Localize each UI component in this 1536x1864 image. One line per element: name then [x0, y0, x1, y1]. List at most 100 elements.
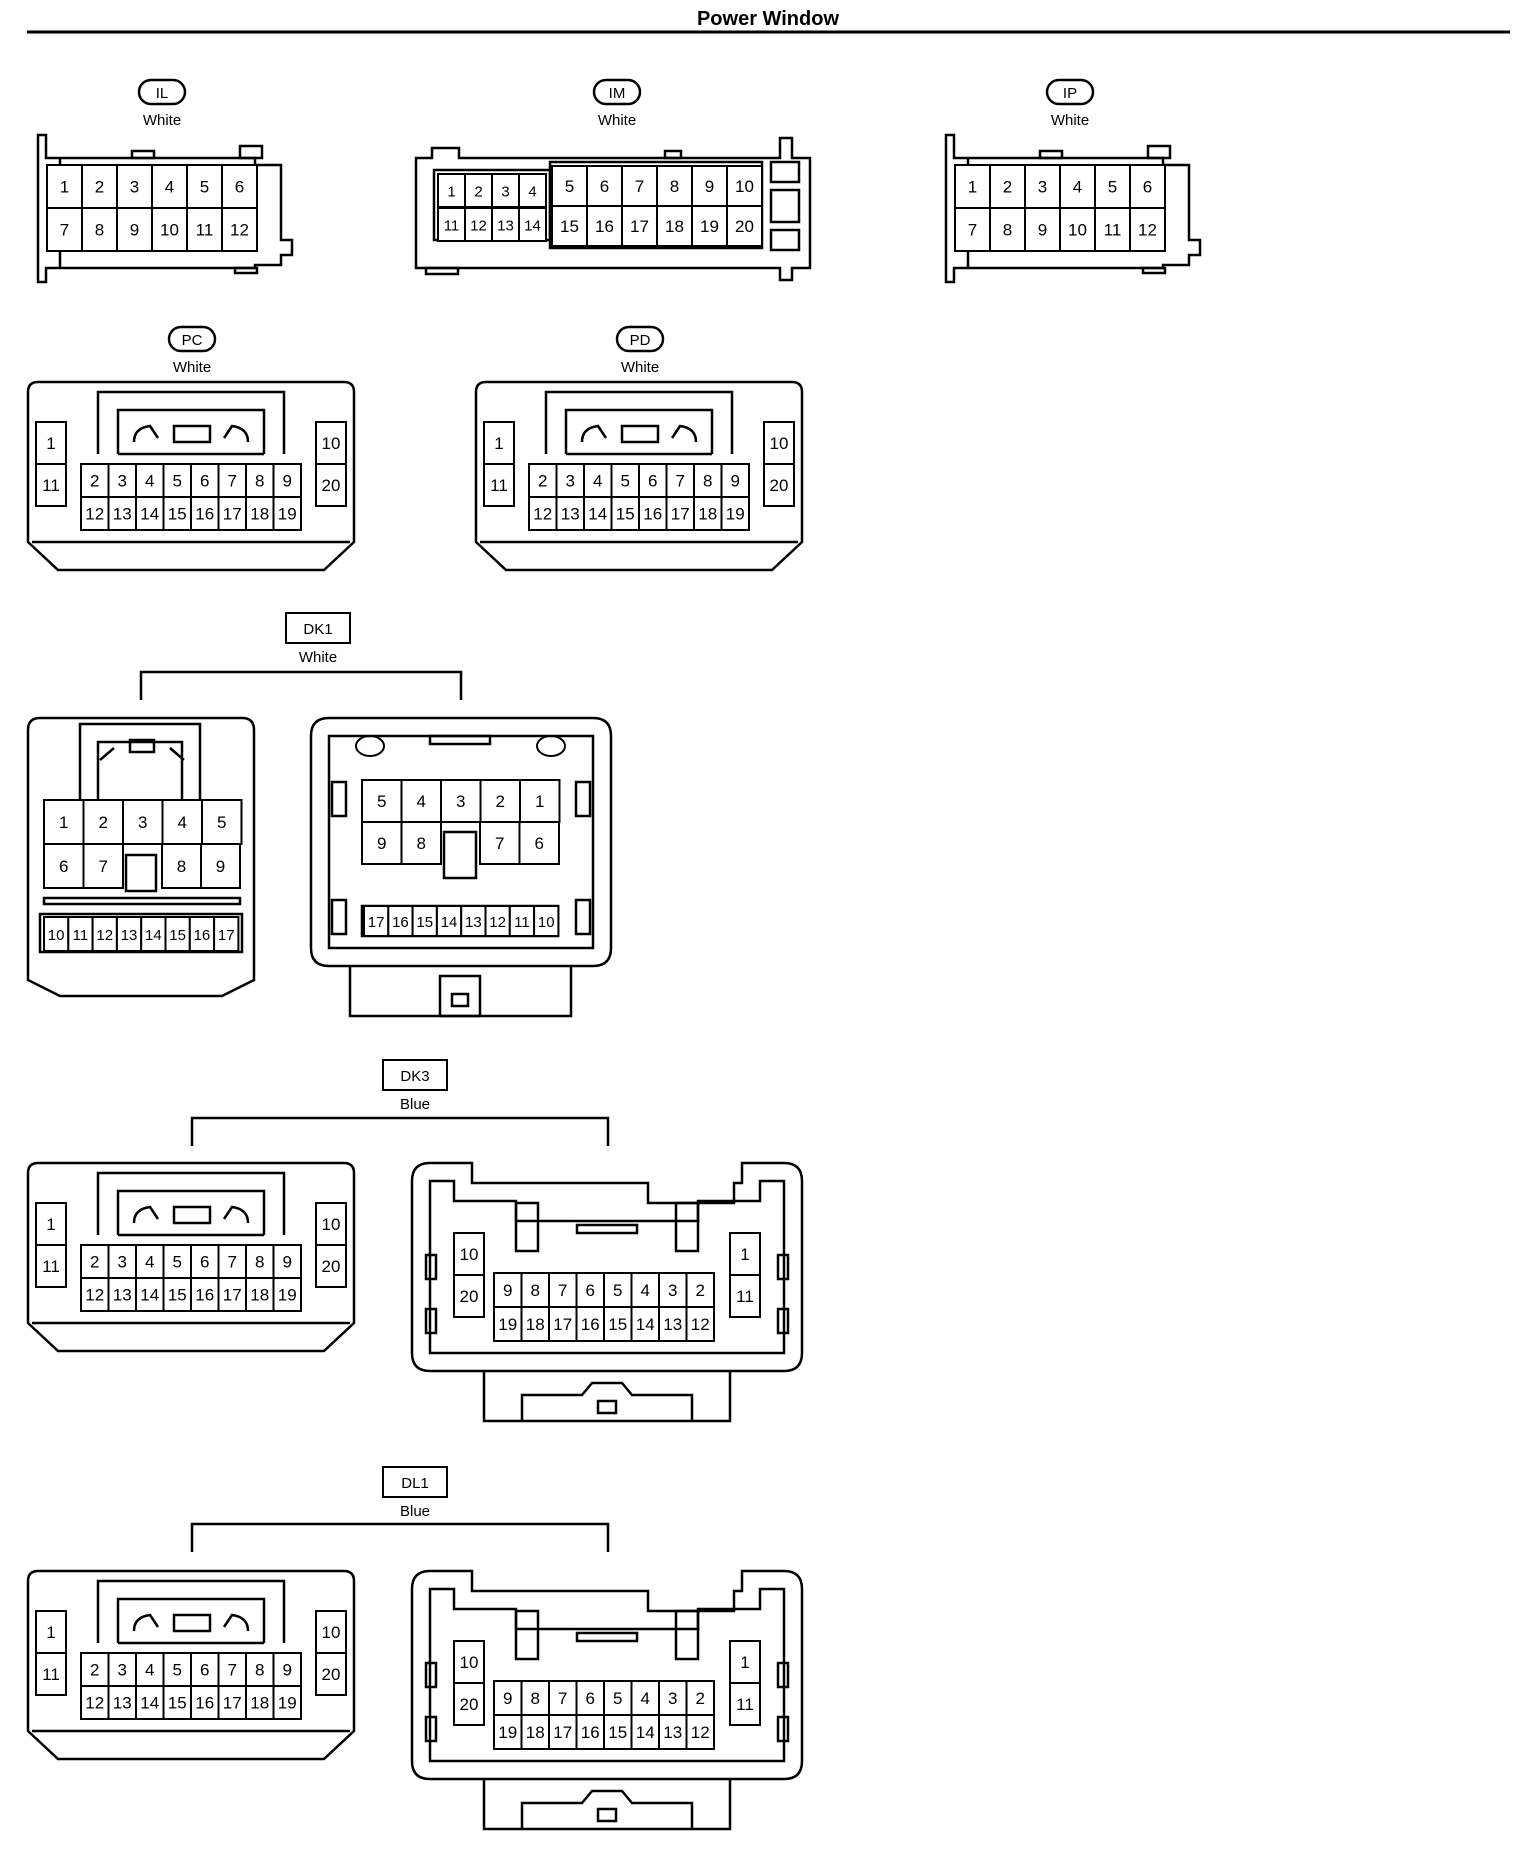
svg-text:19: 19 — [278, 505, 297, 524]
dl1-right-top-post-right — [674, 1609, 700, 1661]
svg-text:6: 6 — [1143, 178, 1152, 197]
dk1-right-pin-2: 2 — [479, 779, 521, 823]
svg-text:5: 5 — [1108, 178, 1117, 197]
dk3-left-pin-18: 18 — [245, 1277, 275, 1312]
dk1-right-bottom-housing — [348, 966, 573, 1018]
dl1-code-box — [382, 1466, 448, 1498]
dk1-left-pin-12: 12 — [91, 916, 118, 952]
dl1-right-pin-6: 6 — [575, 1680, 605, 1716]
svg-text:5: 5 — [613, 1689, 622, 1708]
dl1-left-pin-4: 4 — [135, 1652, 165, 1687]
im-pin-16: 16 — [586, 205, 623, 247]
dk1-color: White — [299, 649, 337, 666]
pc-pin-1: 1 — [35, 421, 67, 465]
dk3-left-pin-16: 16 — [190, 1277, 220, 1312]
svg-text:13: 13 — [561, 505, 580, 524]
svg-text:19: 19 — [498, 1315, 517, 1334]
connector-labels: ILWhiteIMWhiteIPWhitePCWhitePDWhiteDK1Wh… — [137, 78, 1095, 1552]
pd-pin-9: 9 — [720, 463, 750, 498]
svg-text:5: 5 — [377, 792, 386, 811]
svg-text:4: 4 — [178, 813, 187, 832]
svg-text:15: 15 — [169, 927, 186, 944]
ip-pin-4: 4 — [1059, 164, 1096, 209]
pc-pin-10: 10 — [315, 421, 347, 465]
svg-text:9: 9 — [377, 834, 386, 853]
dl1-right-pin-9: 9 — [493, 1680, 523, 1716]
svg-text:14: 14 — [636, 1315, 655, 1334]
dk3-code-box — [382, 1059, 448, 1091]
svg-text:8: 8 — [417, 834, 426, 853]
dl1-right-pin-10: 10 — [453, 1640, 485, 1684]
dl1-right-side-slot-left — [424, 1661, 438, 1689]
pd-pin-17: 17 — [665, 496, 695, 531]
il-pin-6: 6 — [221, 164, 258, 209]
pd-pin-18: 18 — [693, 496, 723, 531]
dl1-right-pin-17: 17 — [548, 1714, 578, 1750]
im-body — [414, 136, 812, 282]
pc-code: PC — [182, 332, 203, 349]
svg-text:10: 10 — [322, 434, 341, 453]
svg-text:8: 8 — [1003, 221, 1012, 240]
dl1-right-pin-15: 15 — [603, 1714, 633, 1750]
svg-text:17: 17 — [223, 1694, 242, 1713]
dk3-right-pin-12: 12 — [685, 1306, 715, 1342]
dk1-right-pin-4: 4 — [400, 779, 442, 823]
il-pin-10: 10 — [151, 207, 188, 252]
il-pin-4: 4 — [151, 164, 188, 209]
svg-text:6: 6 — [200, 1253, 209, 1272]
dk1-left-divider — [42, 896, 242, 906]
il-top-latch-right — [238, 144, 264, 160]
dk3-left-pin-4: 4 — [135, 1244, 165, 1279]
dl1-right-pin-14: 14 — [630, 1714, 660, 1750]
dk1-right-top-key — [428, 734, 492, 746]
svg-text:8: 8 — [670, 177, 679, 196]
im-pin-18: 18 — [656, 205, 693, 247]
svg-text:11: 11 — [444, 218, 460, 235]
im-pin-19: 19 — [691, 205, 728, 247]
dk1-left-pin-7: 7 — [82, 843, 124, 889]
dl1-left-pin-20: 20 — [315, 1652, 347, 1696]
svg-text:3: 3 — [501, 184, 509, 201]
pc-color: White — [173, 359, 211, 376]
svg-text:17: 17 — [223, 505, 242, 524]
svg-text:6: 6 — [648, 472, 657, 491]
dl1-left-pin-16: 16 — [190, 1685, 220, 1720]
svg-text:20: 20 — [322, 476, 341, 495]
svg-text:18: 18 — [665, 217, 684, 236]
svg-text:19: 19 — [278, 1694, 297, 1713]
pd-lock-arms — [580, 424, 698, 443]
dk3-left-pin-1: 1 — [35, 1202, 67, 1246]
dl1-right-top-post-left — [514, 1609, 540, 1661]
svg-text:14: 14 — [140, 1286, 159, 1305]
dk3-left-pin-13: 13 — [107, 1277, 137, 1312]
dk3-right-top-key — [575, 1223, 639, 1235]
il-pin-11: 11 — [186, 207, 223, 252]
dk3-left-pin-7: 7 — [217, 1244, 247, 1279]
dk3-right-pin-4: 4 — [630, 1272, 660, 1308]
dl1-left-pin-19: 19 — [272, 1685, 302, 1720]
pd-code: PD — [630, 332, 651, 349]
il-pin-1: 1 — [46, 164, 83, 209]
dl1-right-pin-12: 12 — [685, 1714, 715, 1750]
dl1-right-pin-7: 7 — [548, 1680, 578, 1716]
svg-text:3: 3 — [118, 472, 127, 491]
svg-text:7: 7 — [495, 834, 504, 853]
pc-outline — [26, 380, 356, 572]
im-pin-1: 1 — [437, 173, 466, 208]
svg-text:15: 15 — [168, 1286, 187, 1305]
pc-pin-11: 11 — [35, 463, 67, 507]
svg-text:4: 4 — [165, 178, 174, 197]
dk1-left-pin-15: 15 — [164, 916, 191, 952]
im-pin-2: 2 — [464, 173, 493, 208]
dk3-color: Blue — [400, 1096, 430, 1113]
svg-text:6: 6 — [235, 178, 244, 197]
ip-pin-9: 9 — [1024, 207, 1061, 252]
svg-text:16: 16 — [195, 1286, 214, 1305]
dk1-left-outline — [26, 716, 256, 998]
dk3-right-pin-1: 1 — [729, 1232, 761, 1276]
svg-text:1: 1 — [535, 792, 544, 811]
dk3-left-lock-arms — [132, 1205, 250, 1224]
dl1-right-pin-19: 19 — [493, 1714, 523, 1750]
dk3-left-pin-20: 20 — [315, 1244, 347, 1288]
